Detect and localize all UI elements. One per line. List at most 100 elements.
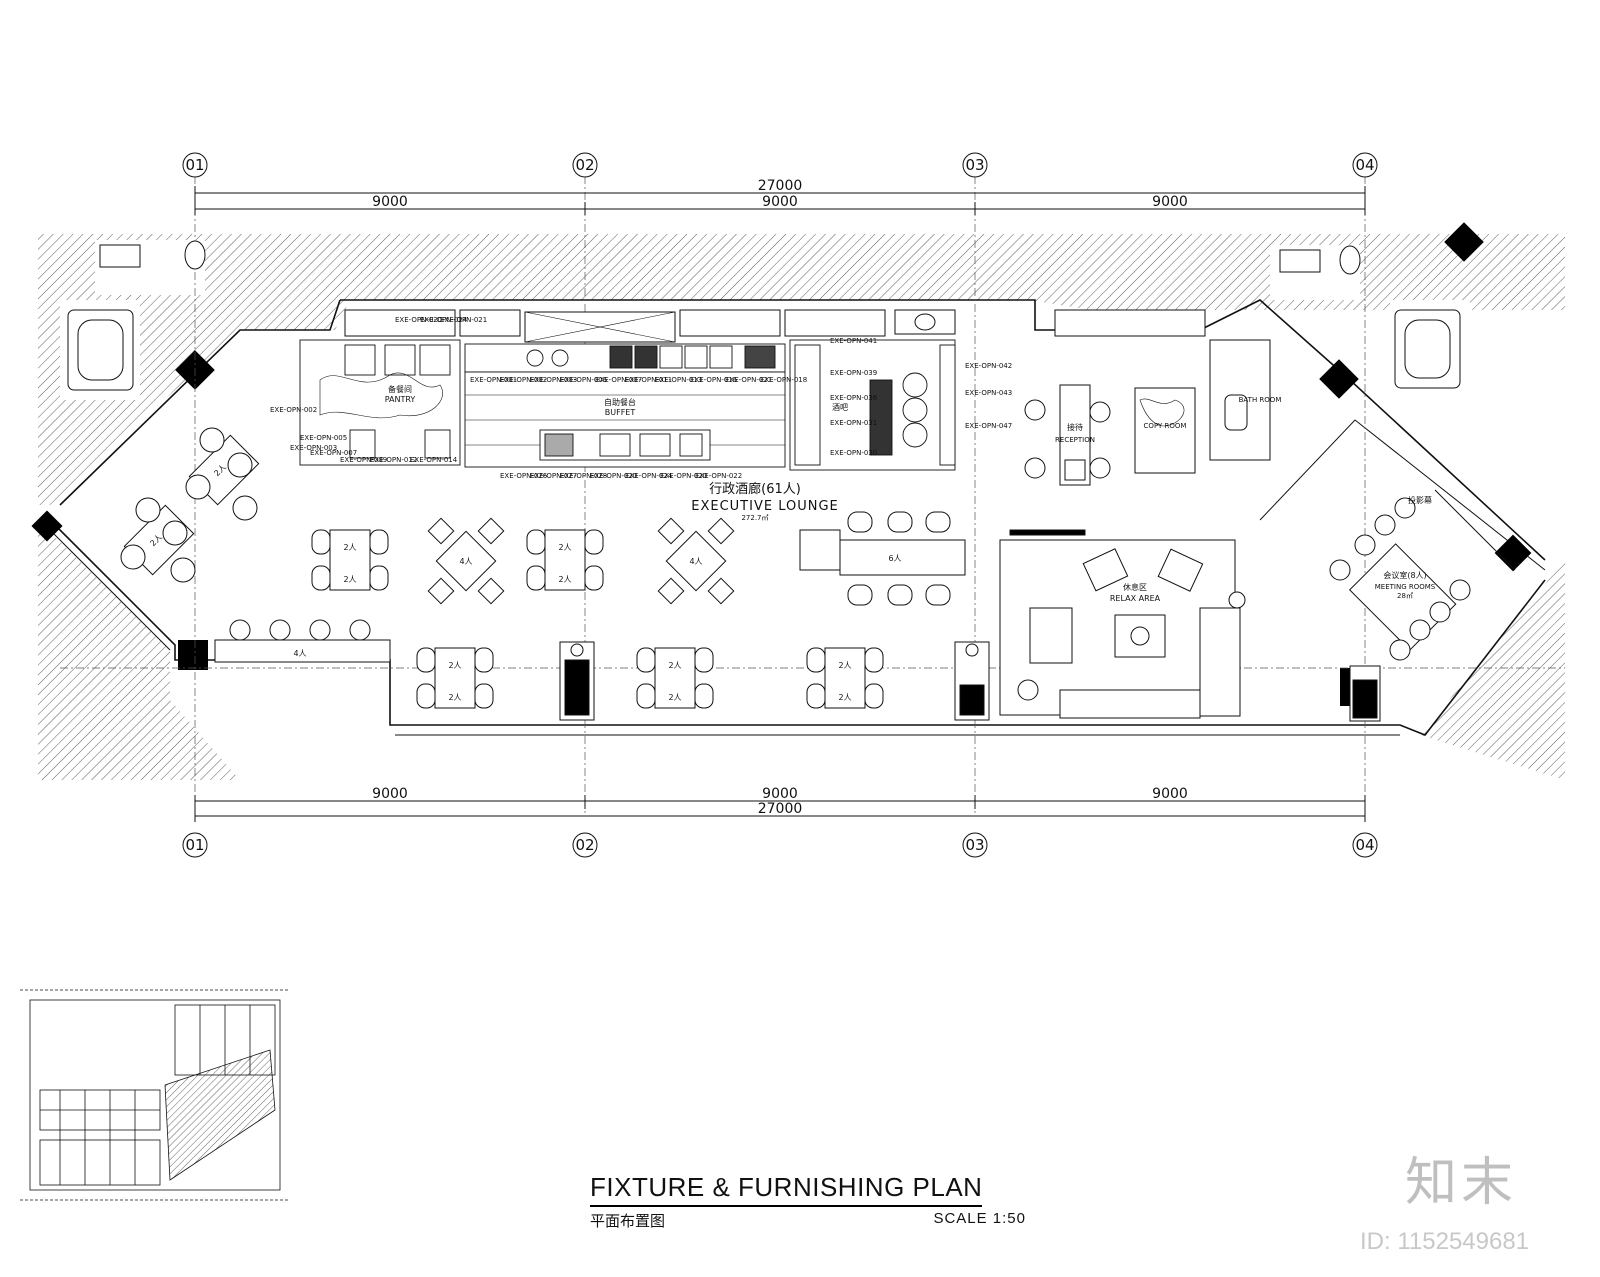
ticket-machines xyxy=(559,641,1381,722)
label-projector: 投影幕 xyxy=(1408,495,1432,505)
seat-label: 2人 xyxy=(558,575,571,584)
equipment-tag: EXE-OPN-007 xyxy=(595,376,642,384)
seat-label: 2人 xyxy=(668,661,681,670)
axis-label-top-04: 04 xyxy=(1355,156,1374,174)
equipment-tag: EXE-OPN-028 xyxy=(560,472,607,480)
relax-area xyxy=(999,529,1246,719)
seat-label: 4人 xyxy=(459,557,472,566)
pantry-area xyxy=(299,339,461,466)
label-reception-en: RECEPTION xyxy=(1055,436,1095,444)
equipment-tag: EXE-OPN-027 xyxy=(530,472,577,480)
top-dimensions xyxy=(194,186,1366,215)
meeting-room xyxy=(1329,489,1516,661)
label-buffet-en: BUFFET xyxy=(605,408,636,417)
label-meeting-cn: 会议室(8人) xyxy=(1383,570,1426,580)
bottom-dimensions xyxy=(194,795,1366,822)
axis-label-bottom-02: 02 xyxy=(575,836,594,854)
label-relax-en: RELAX AREA xyxy=(1110,594,1161,603)
dimension-span-top-2: 9000 xyxy=(762,194,798,210)
equipment-tag: EXE-OPN-003 xyxy=(290,444,337,452)
equipment-tag: EXE-OPN-041 xyxy=(830,337,877,345)
equipment-tag: EXE-OPN-020 xyxy=(395,316,442,324)
label-pantry-cn: 备餐间 xyxy=(388,384,412,394)
equipment-tag: EXE-OPN-011 xyxy=(625,376,672,384)
equipment-tag: EXE-OPN-026 xyxy=(500,472,548,480)
axis-bubbles-top xyxy=(182,152,1378,178)
drawing-subtitle-row: 平面布置图 SCALE 1:50 xyxy=(590,1210,1026,1231)
equipment-tag: EXE-OPN-042 xyxy=(965,362,1012,370)
equipment-tag: EXE-OPN-043 xyxy=(965,389,1012,397)
drawing-title: FIXTURE & FURNISHING PLAN xyxy=(590,1172,983,1207)
label-pantry-en: PANTRY xyxy=(385,395,416,404)
axis-label-top-01: 01 xyxy=(185,156,204,174)
watermark-brand: 知末 xyxy=(1405,1153,1518,1213)
equipment-tag: EXE-OPN-016 xyxy=(690,376,738,384)
dimension-total-bottom: 27000 xyxy=(758,801,803,817)
drawing-title-cn: 平面布置图 xyxy=(590,1212,666,1230)
label-buffet-cn: 自助餐台 xyxy=(604,397,636,407)
seat-label: 2人 xyxy=(343,543,356,552)
seat-label: 2人 xyxy=(448,661,461,670)
equipment-tag: EXE-OPN-014 xyxy=(410,456,458,464)
dimension-span-bottom-2: 9000 xyxy=(762,786,798,802)
axis-bubbles-bottom xyxy=(182,832,1378,858)
reception-area xyxy=(1024,339,1271,486)
bar-stools-left xyxy=(214,619,391,663)
label-bar-cn: 酒吧 xyxy=(832,403,848,412)
equipment-tag: EXE-OPN-024 xyxy=(420,316,468,324)
equipment-tag: EXE-OPN-020 xyxy=(590,472,637,480)
label-meeting-area: 28㎡ xyxy=(1397,592,1413,600)
equipment-tag: EXE-OPN-018 xyxy=(760,376,807,384)
dimension-total-top: 27000 xyxy=(758,178,803,194)
dimension-span-top-1: 9000 xyxy=(372,194,408,210)
equipment-tag: EXE-OPN-009 xyxy=(340,456,387,464)
equipment-tag: EXE-OPN-005 xyxy=(300,434,347,442)
seat-label: 2人 xyxy=(343,575,356,584)
dining-tables-left-diag xyxy=(120,427,260,583)
label-copy-room: COPY ROOM xyxy=(1144,422,1187,430)
equipment-tags: EXE-OPN-001EXE-OPN-002EXE-OPN-003EXE-OPN… xyxy=(270,316,1012,480)
equipment-tag: EXE-OPN-020 xyxy=(660,472,707,480)
equipment-tag: EXE-OPN-002 xyxy=(500,376,547,384)
equipment-tag: EXE-OPN-047 xyxy=(965,422,1012,430)
equipment-tag: EXE-OPN-022 xyxy=(695,472,742,480)
equipment-tag: EXE-OPN-006 xyxy=(560,376,608,384)
label-relax-cn: 休息区 xyxy=(1123,582,1147,592)
dining-tables-4-seat-diamond xyxy=(427,517,735,605)
equipment-tag: EXE-OPN-007 xyxy=(310,449,357,457)
seat-label: 4人 xyxy=(293,649,306,658)
equipment-tag: EXE-OPN-003 xyxy=(530,376,577,384)
equipment-tag: EXE-OPN-039 xyxy=(830,369,877,377)
seat-label: 4人 xyxy=(689,557,702,566)
seat-label: 2人 xyxy=(838,661,851,670)
seat-label: 2人 xyxy=(838,693,851,702)
axis-label-bottom-04: 04 xyxy=(1355,836,1374,854)
equipment-tag: EXE-OPN-002 xyxy=(270,406,317,414)
key-plan xyxy=(20,989,290,1201)
label-bath-room: BATH ROOM xyxy=(1239,396,1282,404)
buffet-appliances xyxy=(464,343,786,468)
axis-label-bottom-03: 03 xyxy=(965,836,984,854)
equipment-tag: EXE-OPN-021 xyxy=(440,316,487,324)
axis-label-bottom-01: 01 xyxy=(185,836,204,854)
title-block: FIXTURE & FURNISHING PLAN 平面布置图 SCALE 1:… xyxy=(590,1172,1030,1231)
label-reception-cn: 接待 xyxy=(1067,422,1083,432)
axis-label-top-02: 02 xyxy=(575,156,594,174)
equipment-tag: EXE-OPN-031 xyxy=(830,419,877,427)
dining-tables-2-seat xyxy=(311,529,884,709)
label-meeting-en: MEETING ROOMS xyxy=(1375,583,1436,591)
axis-label-top-03: 03 xyxy=(965,156,984,174)
communal-table-6 xyxy=(799,511,966,606)
equipment-tag: EXE-OPN-001 xyxy=(470,376,517,384)
seat-label: 6人 xyxy=(888,554,901,563)
equipment-tag: EXE-OPN-036 xyxy=(830,394,878,402)
equipment-tag: EXE-OPN-013 xyxy=(655,376,702,384)
dimension-span-top-3: 9000 xyxy=(1152,194,1188,210)
dimension-span-bottom-3: 9000 xyxy=(1152,786,1188,802)
drawing-scale: SCALE 1:50 xyxy=(933,1210,1026,1227)
equipment-tag: EXE-OPN-021 xyxy=(725,376,772,384)
seat-label: 2人 xyxy=(448,693,461,702)
dimension-span-bottom-1: 9000 xyxy=(372,786,408,802)
equipment-tag: EXE-OPN-024 xyxy=(625,472,673,480)
